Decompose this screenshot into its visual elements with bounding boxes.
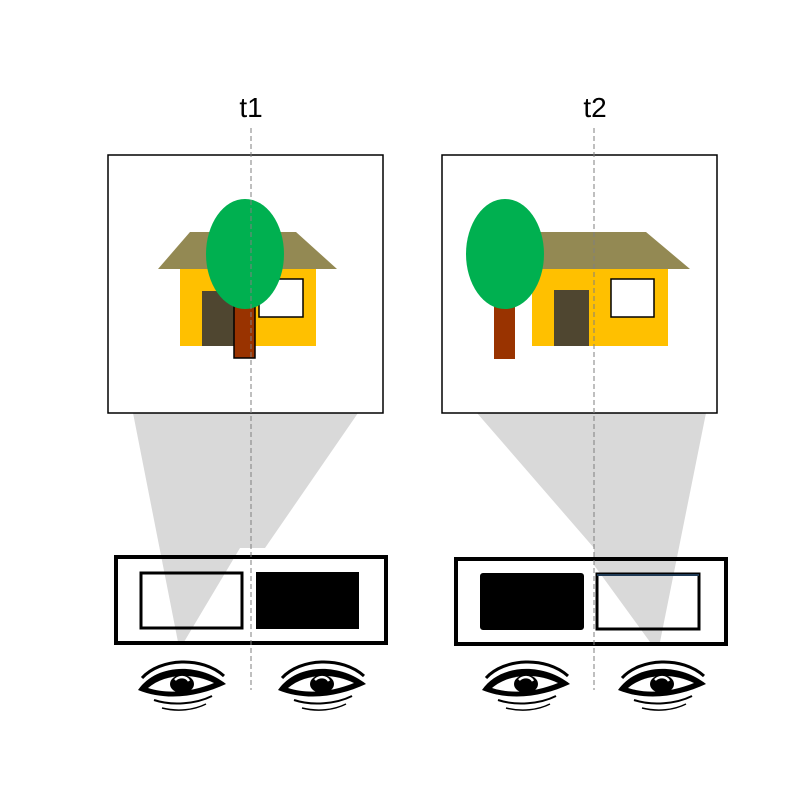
- left-lens-blocked-t2: [480, 573, 584, 630]
- tree-crown: [206, 199, 284, 309]
- tree-trunk: [494, 302, 515, 359]
- eye-icon: [136, 660, 228, 712]
- view-cone-t2: [477, 413, 706, 642]
- view-cone-t1: [133, 413, 358, 642]
- right-lens-blocked-t1: [256, 572, 359, 629]
- panel-t2: [441, 128, 728, 690]
- eye-icon: [480, 660, 572, 712]
- tree-trunk: [233, 301, 256, 359]
- house-t2: [510, 232, 690, 346]
- left-lens-t1: [139, 571, 244, 630]
- time-label-t1: t1: [239, 92, 263, 123]
- time-label-t2: t2: [583, 92, 607, 123]
- goggles-frame-t2: [454, 557, 728, 646]
- tree-crown: [466, 199, 544, 309]
- tree-t2: [466, 199, 544, 359]
- house-window: [610, 278, 655, 318]
- eye-icon: [276, 660, 368, 712]
- tree-t1: [206, 199, 284, 359]
- house-roof: [510, 232, 690, 269]
- panel-t1: [107, 128, 388, 690]
- house-door: [554, 290, 589, 346]
- eye-icon: [616, 660, 708, 712]
